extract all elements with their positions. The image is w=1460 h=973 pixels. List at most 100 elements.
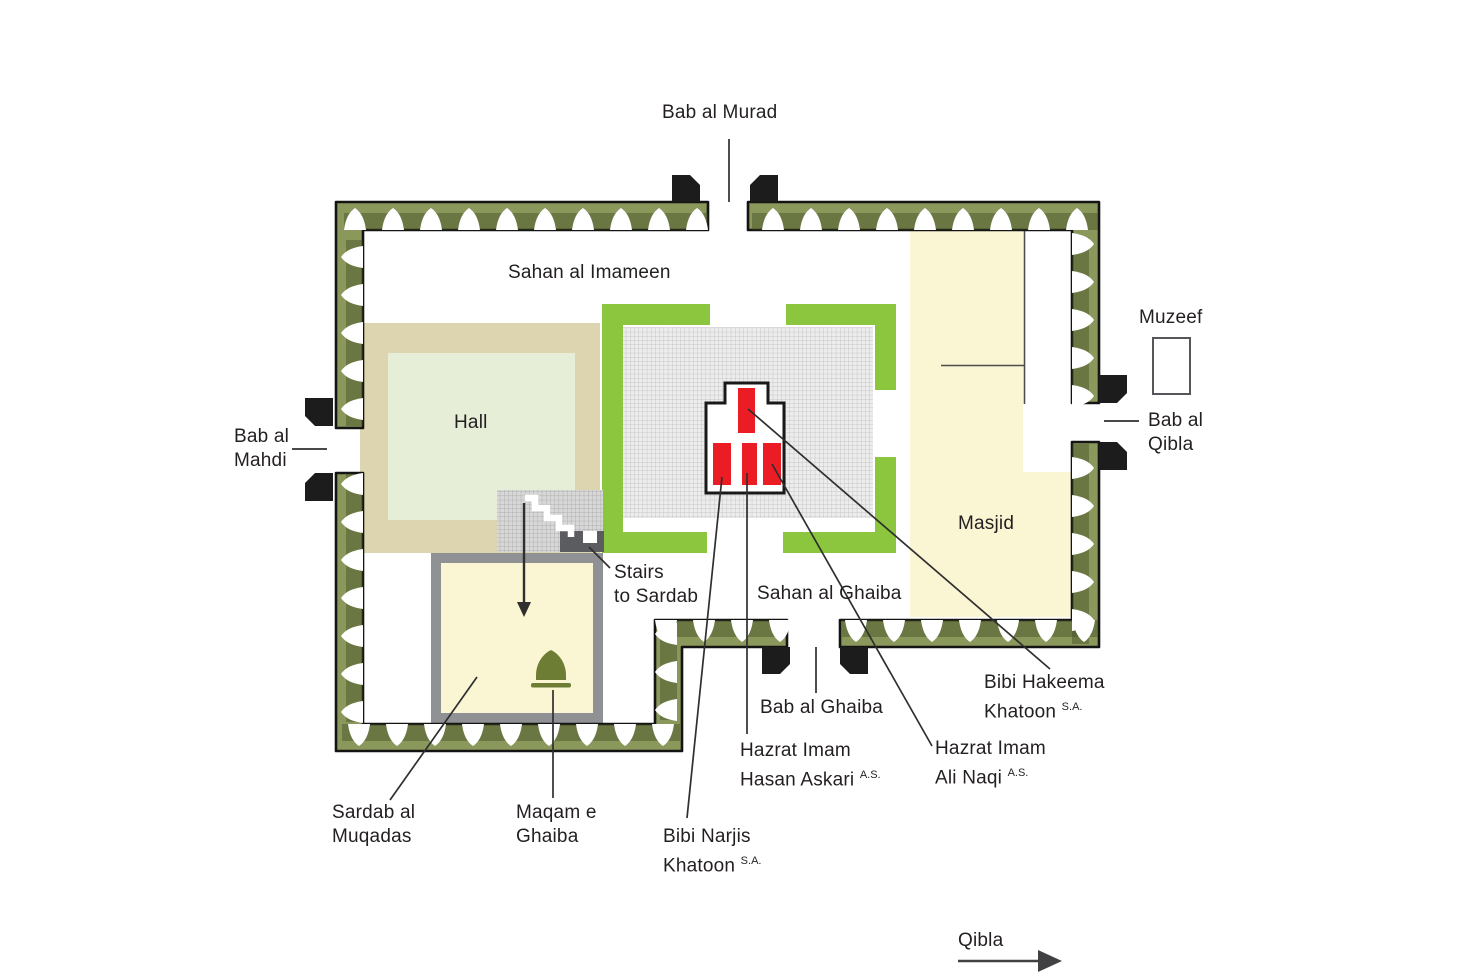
door-icon-qibla-lower xyxy=(1099,442,1127,470)
battlement-scallop xyxy=(341,322,363,344)
battlement-scallop xyxy=(952,208,974,230)
muzeef-box xyxy=(1152,337,1191,395)
door-icon-ghaiba-right xyxy=(840,647,868,674)
dome-icon xyxy=(531,650,571,688)
label-text: Sahan al Imameen xyxy=(508,262,671,283)
battlement-scallop xyxy=(382,208,404,230)
battlement-scallop xyxy=(576,724,598,746)
battlement-scallop xyxy=(420,208,442,230)
grave-bibi-hakeema xyxy=(738,388,755,433)
label-sahan-al-imameen: Sahan al Imameen xyxy=(508,261,671,285)
battlement-scallop xyxy=(1028,208,1050,230)
battlement-scallop xyxy=(341,473,363,495)
battlement-scallop xyxy=(462,724,484,746)
label-masjid: Masjid xyxy=(958,512,1014,536)
qibla-arrow-icon xyxy=(958,950,1062,972)
label-bibi-hakeema-khatoon: Bibi Hakeema Khatoon S.A. xyxy=(984,671,1105,724)
battlement-scallop xyxy=(341,663,363,685)
battlement-scallop xyxy=(341,587,363,609)
sardab-room xyxy=(431,553,603,723)
battlement-scallop xyxy=(1072,457,1094,479)
door-icon-qibla-upper xyxy=(1099,375,1127,403)
battlement-scallop xyxy=(655,661,677,683)
battlement-scallop xyxy=(1072,309,1094,331)
battlement-scallop xyxy=(534,208,556,230)
battlement-scallop xyxy=(1072,271,1094,293)
label-text: Maqam e xyxy=(516,802,597,823)
door-icon-murad-right xyxy=(750,175,778,202)
honorific-superscript: A.S. xyxy=(859,769,881,781)
battlement-scallop xyxy=(921,620,943,642)
grave-bibi-narjis xyxy=(713,443,731,485)
battlement-scallop xyxy=(876,208,898,230)
battlement-scallop xyxy=(341,511,363,533)
honorific-superscript: A.S. xyxy=(1007,767,1029,779)
battlement-scallop xyxy=(344,208,366,230)
battlement-scallop xyxy=(572,208,594,230)
door-icon-ghaiba-left xyxy=(762,647,790,674)
label-muzeef: Muzeef xyxy=(1139,306,1203,330)
battlement-scallop xyxy=(990,208,1012,230)
battlement-scallop xyxy=(686,208,708,230)
label-qibla: Qibla xyxy=(958,929,1003,953)
outer-walls xyxy=(334,200,1101,753)
label-bab-al-qibla: Bab al Qibla xyxy=(1148,409,1203,457)
battlement-scallop xyxy=(1072,495,1094,517)
label-maqam-e-ghaiba: Maqam e Ghaiba xyxy=(516,801,597,849)
label-text: Qibla xyxy=(958,930,1004,951)
wall-battlements xyxy=(341,208,1095,746)
label-text: Sahan al Ghaiba xyxy=(757,583,902,604)
battlement-scallop xyxy=(800,208,822,230)
leader-bibi-narjis xyxy=(686,476,723,819)
label-text: Muzeef xyxy=(1139,307,1203,328)
label-text: Bab al Ghaiba xyxy=(760,697,884,718)
door-icon-mahdi-upper xyxy=(305,398,333,426)
battlement-scallop xyxy=(1035,620,1057,642)
label-text: Muqadas xyxy=(332,826,412,847)
door-icon-mahdi-lower xyxy=(305,473,333,501)
door-icon-murad-left xyxy=(672,175,700,202)
label-text: Khatoon S.A. xyxy=(663,855,762,877)
battlement-scallop xyxy=(1072,571,1094,593)
battlement-scallop xyxy=(496,208,518,230)
battlement-scallop xyxy=(838,208,860,230)
gate-door-markers xyxy=(305,175,1127,674)
battlement-scallop xyxy=(614,724,636,746)
label-text: Hazrat Imam xyxy=(935,738,1046,759)
grave-hasan-askari xyxy=(742,443,757,485)
battlement-scallop xyxy=(648,208,670,230)
stairs-to-sardab-icon xyxy=(497,490,604,552)
battlement-scallop xyxy=(1072,233,1094,255)
battlement-scallop xyxy=(914,208,936,230)
battlement-scallop xyxy=(458,208,480,230)
label-text: Bibi Hakeema xyxy=(984,672,1105,693)
label-bibi-narjis-khatoon: Bibi Narjis Khatoon S.A. xyxy=(663,825,761,878)
battlement-scallop xyxy=(341,360,363,382)
battlement-scallop xyxy=(997,620,1019,642)
label-hall: Hall xyxy=(454,411,488,435)
battlement-scallop xyxy=(1073,620,1095,642)
courtyard-ring xyxy=(602,304,896,553)
battlement-scallop xyxy=(762,208,784,230)
leader-stairs xyxy=(588,546,611,569)
battlement-scallop xyxy=(1072,347,1094,369)
battlement-scallop xyxy=(959,620,981,642)
battlement-scallop xyxy=(1072,385,1094,407)
battlement-scallop xyxy=(341,284,363,306)
label-bab-al-ghaiba: Bab al Ghaiba xyxy=(760,696,883,720)
battlement-scallop xyxy=(500,724,522,746)
label-stairs-to-sardab: Stairs to Sardab xyxy=(614,561,698,609)
label-text: Mahdi xyxy=(234,450,287,471)
label-sahan-al-ghaiba: Sahan al Ghaiba xyxy=(757,582,902,606)
label-text: Bab al xyxy=(1148,410,1204,431)
label-text: Hasan Askari A.S. xyxy=(740,769,881,791)
honorific-superscript: S.A. xyxy=(740,855,762,867)
battlement-scallop xyxy=(883,620,905,642)
label-text: to Sardab xyxy=(614,586,699,607)
masjid-area xyxy=(910,228,1071,617)
leader-sardab xyxy=(389,676,478,801)
label-text: Hazrat Imam xyxy=(740,740,851,761)
battlement-scallop xyxy=(341,701,363,723)
battlement-scallop xyxy=(610,208,632,230)
